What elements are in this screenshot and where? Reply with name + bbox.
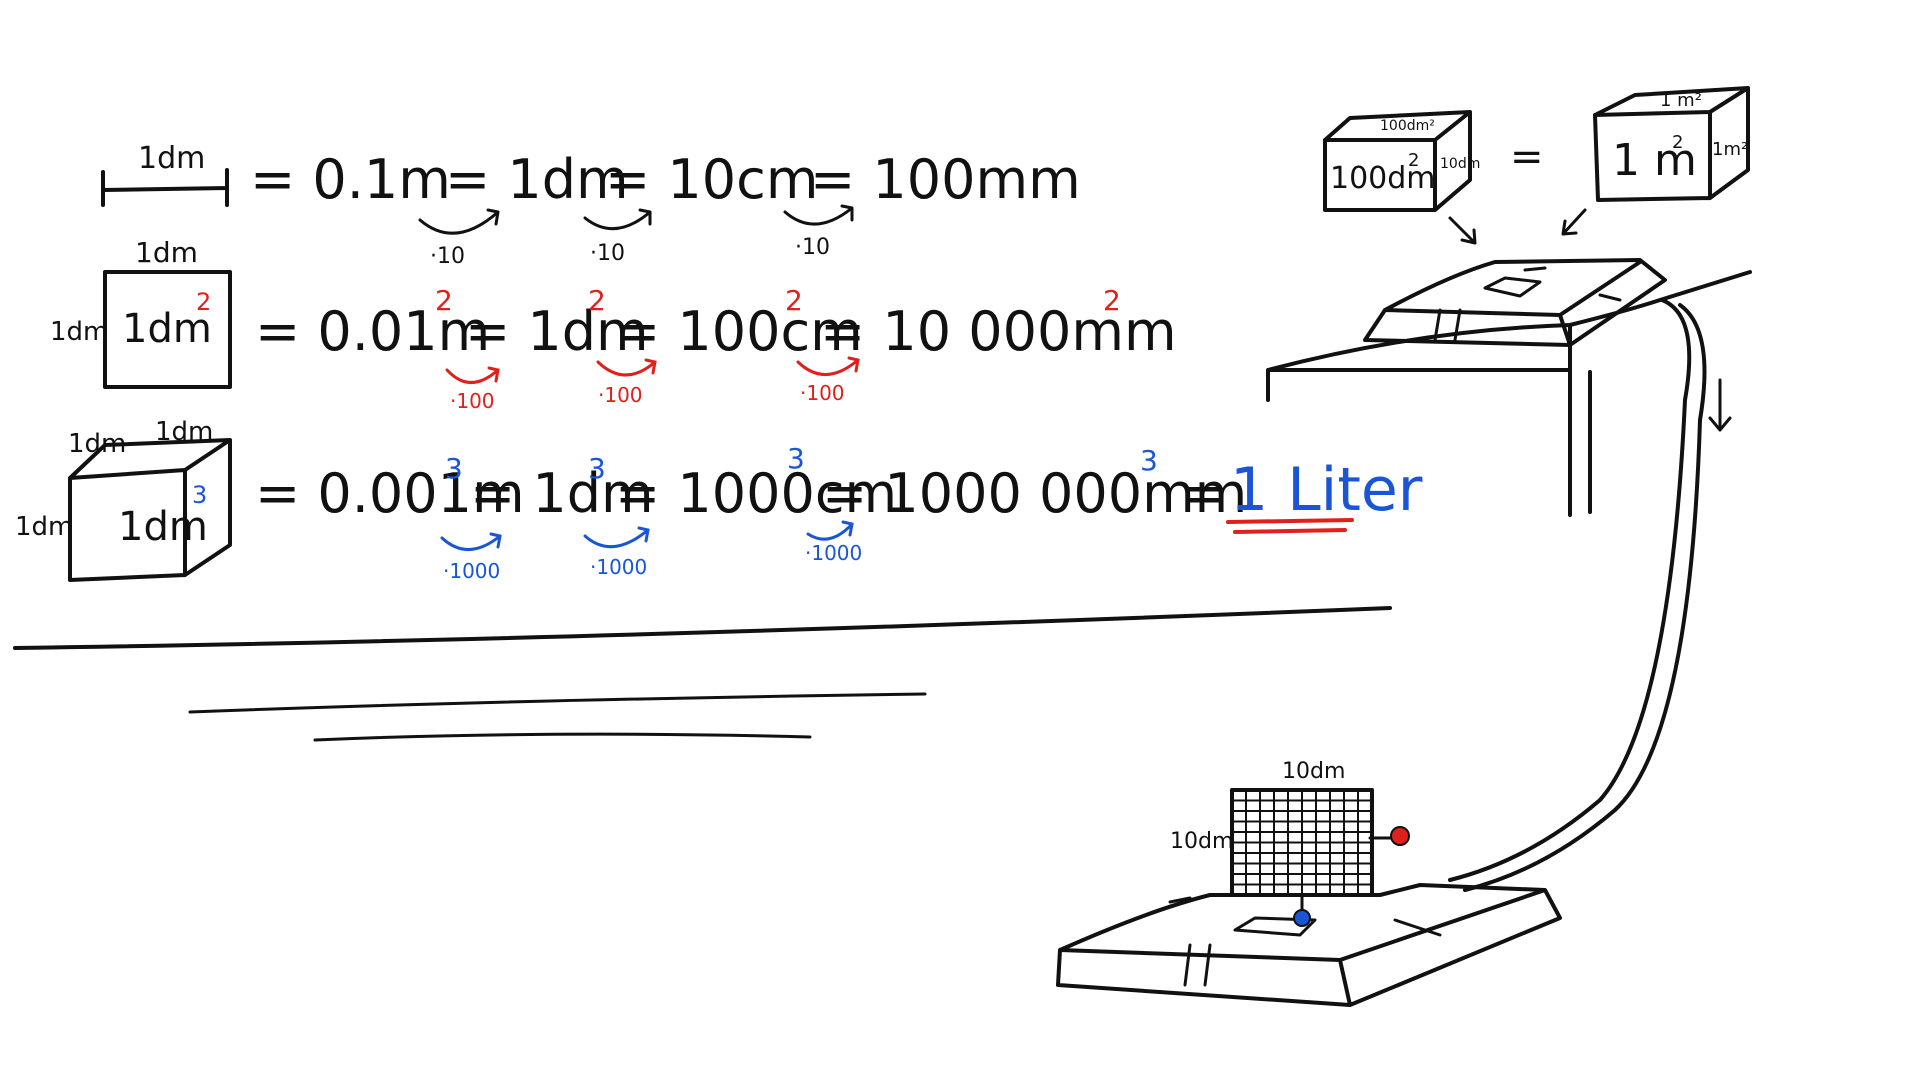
separator-line-2 bbox=[188, 692, 927, 714]
row3-term-2: = 1dm bbox=[470, 462, 654, 525]
row1-term-1: = 0.1m bbox=[250, 148, 451, 211]
row3-factor-2: ·1000 bbox=[590, 555, 647, 579]
cube-power: 3 bbox=[192, 481, 207, 509]
row1-factor-3: ·10 bbox=[795, 235, 830, 260]
lower-pad bbox=[1056, 883, 1562, 1007]
row2-term-3: = 100cm bbox=[615, 300, 863, 363]
square-side-label: 1dm bbox=[50, 317, 108, 347]
cable bbox=[1448, 298, 1707, 892]
square-top-label: 1dm bbox=[135, 236, 198, 269]
grid-top-label: 10dm bbox=[1282, 759, 1345, 784]
row2-term-1: = 0.01m bbox=[255, 300, 490, 363]
desk-sketch bbox=[1056, 258, 1752, 1007]
red-marker bbox=[1390, 826, 1410, 846]
cube-left-front-label: 100dm bbox=[1330, 161, 1436, 196]
cube-right bbox=[1593, 86, 1750, 202]
lower-pad-detail bbox=[1168, 896, 1442, 987]
row1-term-2: = 1dm bbox=[445, 148, 629, 211]
cube-right-power: 2 bbox=[1672, 132, 1683, 153]
row2-arc-2 bbox=[596, 358, 657, 377]
square-inner-label: 1dm bbox=[122, 306, 212, 352]
row1-term-3: = 10cm bbox=[605, 148, 818, 211]
row3-term-1: = 0.001m bbox=[255, 462, 525, 525]
row-volume: 1dm 1dm 1dm 1dm 3 = 0.001m 3 = 1dm 3 = 1… bbox=[15, 417, 1423, 583]
row3-power-1: 3 bbox=[445, 452, 463, 485]
top-right-cubes: 100dm 2 100dm² 10dm = 1 m 2 1 m² 1m² bbox=[1323, 86, 1750, 245]
row3-term-4: = 1000 000mm bbox=[822, 462, 1247, 525]
separator-lines bbox=[13, 606, 1392, 742]
row2-power-4: 2 bbox=[1103, 284, 1121, 317]
row1-arc-1 bbox=[418, 208, 500, 235]
row1-term-4: = 100mm bbox=[810, 148, 1081, 211]
row-length: 1dm = 0.1m = 1dm = 10cm = 100mm ·10 ·10 … bbox=[101, 141, 1081, 269]
cube-top-label-b: 1dm bbox=[155, 417, 213, 447]
row1-factor-1: ·10 bbox=[430, 244, 465, 269]
separator-line-3 bbox=[313, 732, 812, 742]
blue-marker bbox=[1293, 909, 1311, 927]
cube-top-label-a: 1dm bbox=[68, 429, 126, 459]
grid-side-label: 10dm bbox=[1170, 829, 1233, 854]
row1-arc-2 bbox=[583, 208, 652, 231]
upper-pad bbox=[1363, 258, 1667, 347]
row2-factor-2: ·100 bbox=[598, 383, 643, 407]
row2-arc-3 bbox=[796, 356, 860, 376]
row2-power-1: 2 bbox=[435, 284, 453, 317]
row3-factor-1: ·1000 bbox=[443, 559, 500, 583]
row2-factor-1: ·100 bbox=[450, 389, 495, 413]
cube-shape bbox=[68, 438, 232, 582]
cube-left-side-label: 10dm bbox=[1440, 156, 1480, 172]
cube-right-front-label: 1 m bbox=[1612, 135, 1697, 186]
row2-power-2: 2 bbox=[588, 284, 606, 317]
length-bar-label: 1dm bbox=[138, 141, 205, 176]
cube-right-top-label: 1 m² bbox=[1660, 90, 1702, 111]
square-shape bbox=[103, 270, 232, 389]
arrow-right-cube bbox=[1561, 208, 1587, 236]
cube-left-power: 2 bbox=[1408, 150, 1419, 171]
grid-panel: 10dm 10dm bbox=[1170, 759, 1410, 927]
row3-arc-1 bbox=[440, 532, 502, 551]
separator-line-1 bbox=[13, 606, 1392, 650]
row2-arc-1 bbox=[445, 366, 500, 384]
row3-factor-3: ·1000 bbox=[805, 541, 862, 565]
upper-pad-detail bbox=[1433, 266, 1622, 342]
arrow-left-cube bbox=[1448, 216, 1477, 245]
row2-factor-3: ·100 bbox=[800, 381, 845, 405]
row2-term-2: = 1dm bbox=[465, 300, 649, 363]
cube-side-label: 1dm bbox=[15, 512, 73, 542]
result-underline bbox=[1226, 518, 1354, 534]
row3-power-3: 3 bbox=[787, 442, 805, 475]
row2-term-4: = 10 000mm bbox=[820, 300, 1177, 363]
result-liter: 1 Liter bbox=[1230, 455, 1423, 525]
cable-arrow bbox=[1708, 378, 1732, 432]
row3-term-3: = 1000cm bbox=[615, 462, 897, 525]
grid-cells bbox=[1230, 788, 1374, 897]
row3-equals: = bbox=[1180, 462, 1225, 525]
row3-power-2: 3 bbox=[588, 452, 606, 485]
cube-inner-label: 1dm bbox=[118, 504, 208, 550]
square-power: 2 bbox=[196, 288, 211, 316]
row1-arc-3 bbox=[783, 204, 854, 226]
row3-arc-3 bbox=[806, 520, 854, 541]
row3-arc-2 bbox=[583, 526, 650, 549]
row-area: 1dm 1dm 1dm 2 = 0.01m 2 = 1dm 2 = 100cm … bbox=[50, 236, 1177, 413]
length-bar bbox=[101, 168, 229, 207]
cube-right-side-label: 1m² bbox=[1712, 139, 1748, 160]
cube-left bbox=[1323, 110, 1472, 212]
cubes-equals: = bbox=[1510, 134, 1544, 180]
desk-top bbox=[1266, 270, 1752, 517]
row3-power-4: 3 bbox=[1140, 444, 1158, 477]
row2-power-3: 2 bbox=[785, 284, 803, 317]
cube-left-top-label: 100dm² bbox=[1380, 118, 1435, 134]
row1-factor-2: ·10 bbox=[590, 241, 625, 266]
